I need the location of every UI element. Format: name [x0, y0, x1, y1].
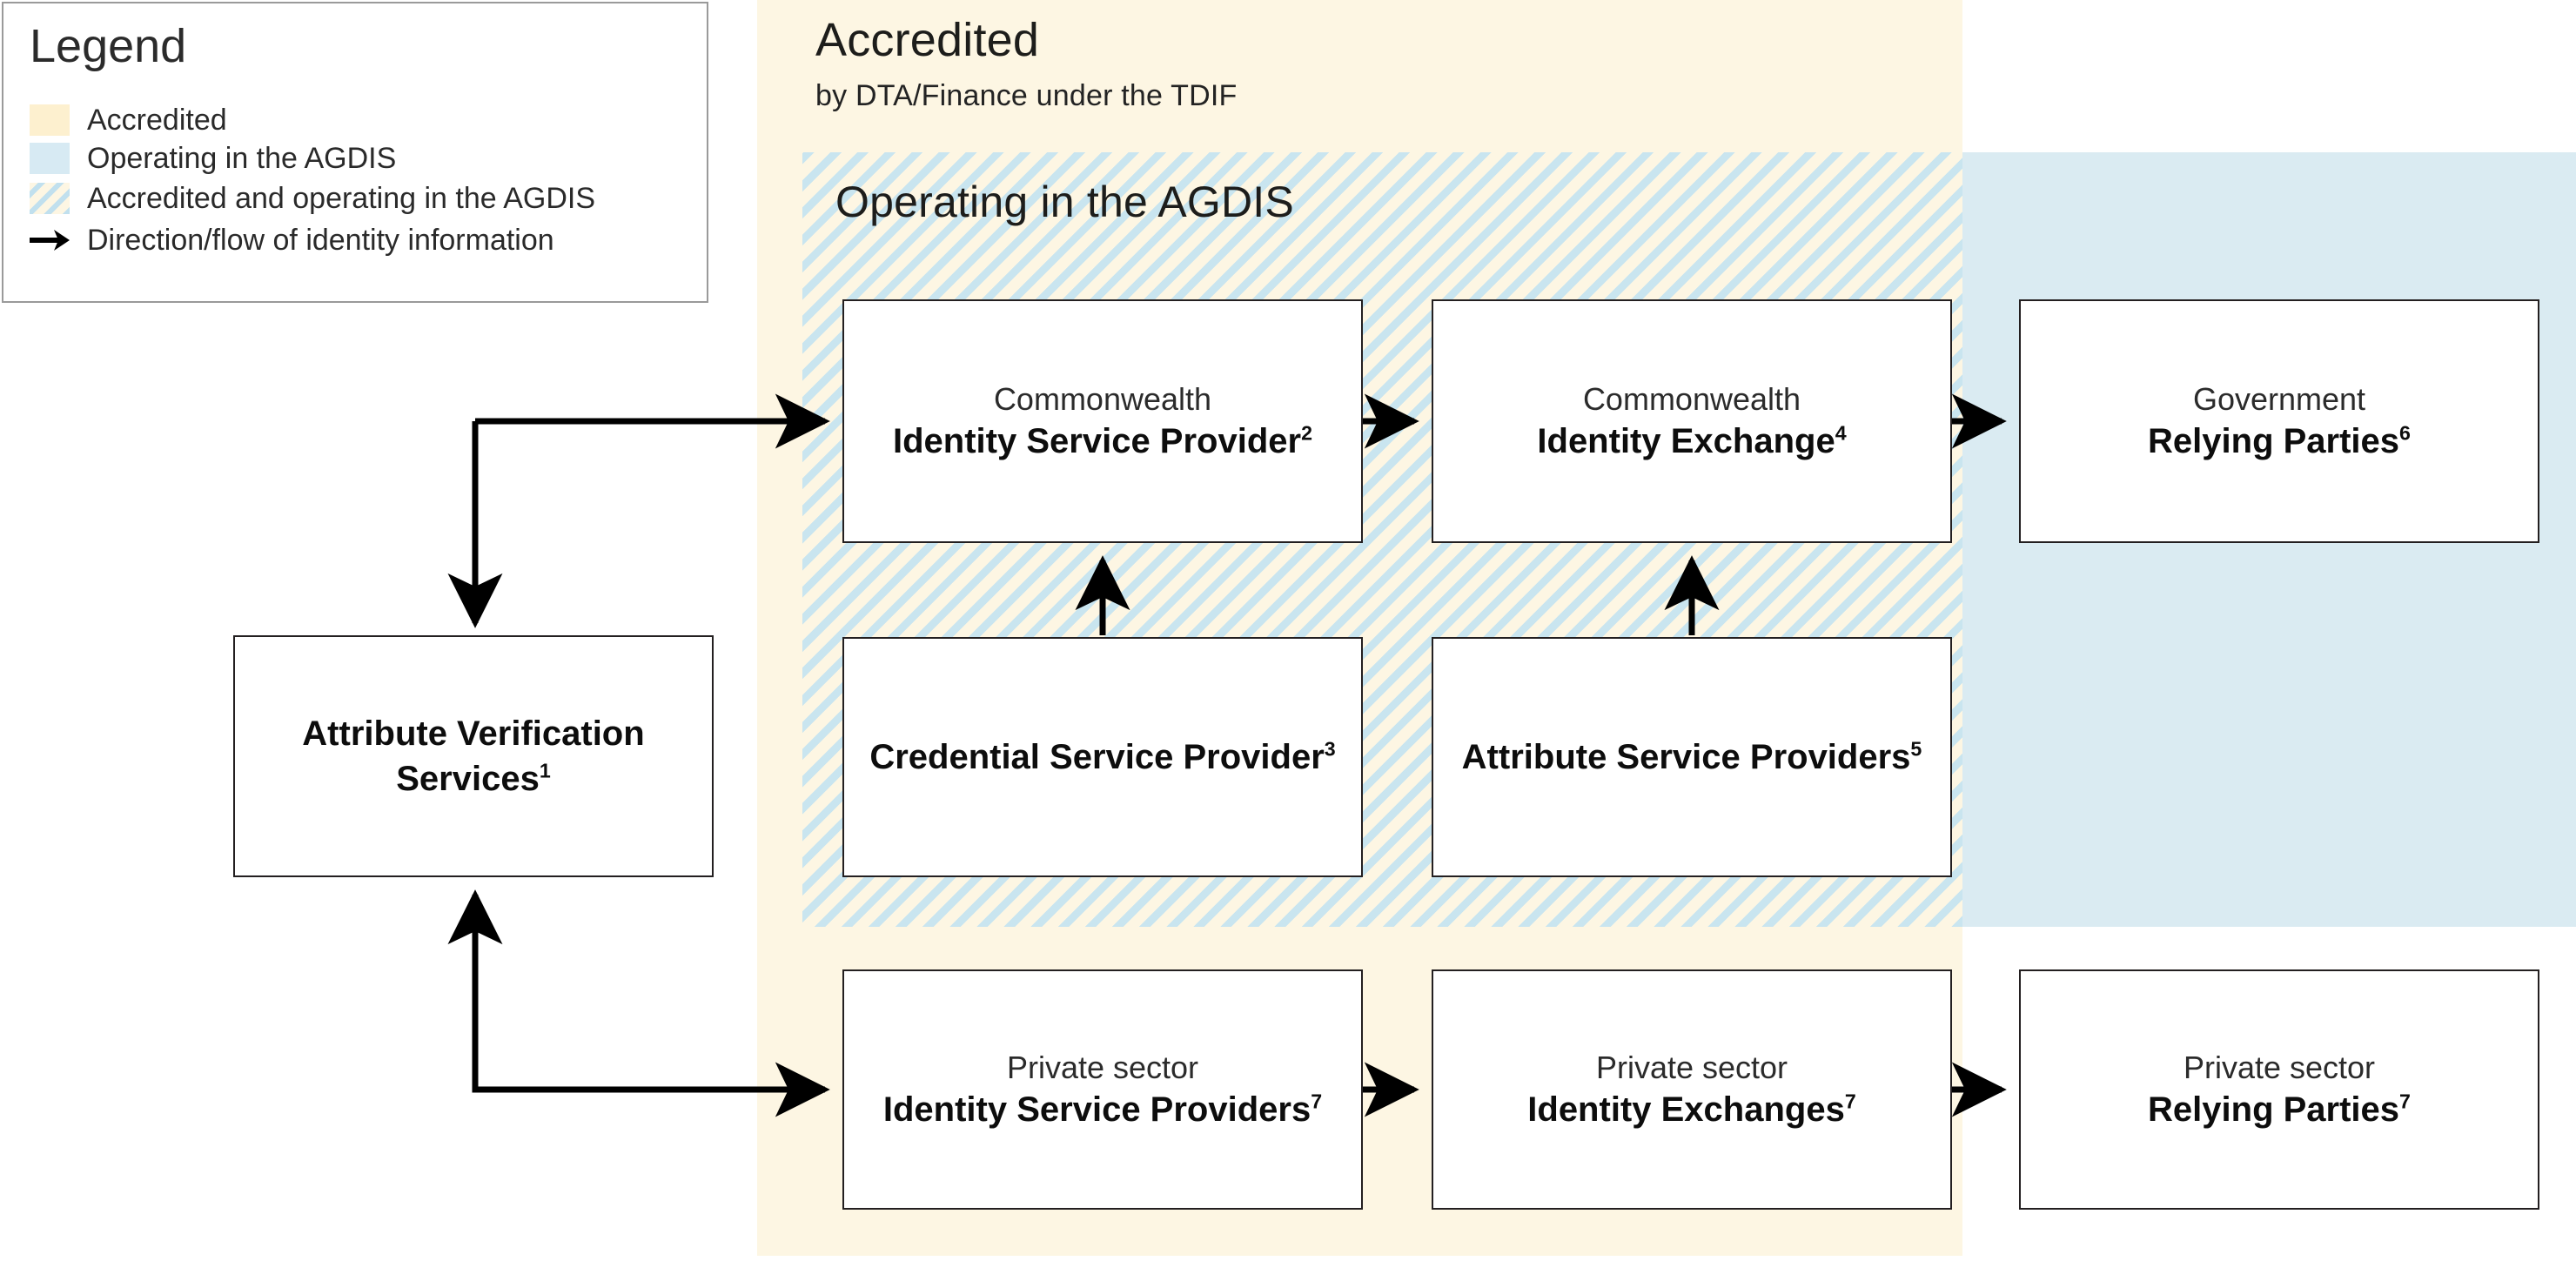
- node-label-line1: Commonwealth: [1582, 381, 1801, 417]
- footnote-marker: 5: [1910, 737, 1922, 761]
- legend-title: Legend: [30, 20, 187, 72]
- node-label-line1: Government: [2192, 381, 2366, 417]
- node-private-sector-relying-parties[interactable]: Private sector Relying Parties7: [2019, 969, 2539, 1210]
- node-label-line2: Identity Service Provider2: [893, 421, 1312, 460]
- node-label-line2: Credential Service Provider3: [869, 737, 1336, 776]
- node-label-line2: Attribute Service Providers5: [1461, 737, 1922, 776]
- footnote-marker: 7: [1844, 1090, 1856, 1113]
- footnote-marker: 3: [1324, 737, 1336, 761]
- legend-item-label: Operating in the AGDIS: [87, 142, 397, 175]
- legend-item-label: Direction/flow of identity information: [87, 224, 554, 257]
- legend-item-direction-of-flow: Direction/flow of identity information: [30, 221, 554, 259]
- footnote-marker: 7: [1311, 1090, 1323, 1113]
- legend-item-label: Accredited: [87, 104, 227, 137]
- node-label-line2: Relying Parties6: [2148, 421, 2411, 460]
- node-label-line1: Private sector: [1595, 1050, 1788, 1085]
- node-label-line2: Relying Parties7: [2148, 1090, 2411, 1129]
- arrow-right-icon: [30, 225, 70, 256]
- node-label-line2: Identity Exchange4: [1537, 421, 1847, 460]
- node-label-line1: Commonwealth: [993, 381, 1212, 417]
- node-credential-service-provider[interactable]: Credential Service Provider3: [842, 637, 1363, 877]
- legend-item-accredited: Accredited: [30, 101, 227, 139]
- node-label-line1: Private sector: [1006, 1050, 1199, 1085]
- footnote-marker: 2: [1301, 421, 1312, 445]
- footnote-marker: 1: [539, 759, 551, 782]
- swatch-agdis-icon: [30, 143, 70, 174]
- footnote-marker: 4: [1835, 421, 1847, 445]
- legend-item-label: Accredited and operating in the AGDIS: [87, 182, 596, 215]
- accredited-zone-subtitle: by DTA/Finance under the TDIF: [815, 79, 1238, 112]
- node-label-line2: Attribute Verification Services1: [302, 714, 645, 798]
- agdis-zone-title: Operating in the AGDIS: [835, 178, 1294, 226]
- legend-item-operating-in-agdis: Operating in the AGDIS: [30, 139, 396, 178]
- node-attribute-service-providers[interactable]: Attribute Service Providers5: [1432, 637, 1952, 877]
- swatch-both-icon: [30, 183, 70, 214]
- legend-panel: Legend Accredited Operating in the AGDIS…: [2, 2, 708, 303]
- node-private-sector-identity-exchanges[interactable]: Private sector Identity Exchanges7: [1432, 969, 1952, 1210]
- footnote-marker: 7: [2399, 1090, 2411, 1113]
- node-label-line1: Private sector: [2183, 1050, 2376, 1085]
- legend-item-accredited-and-operating: Accredited and operating in the AGDIS: [30, 179, 595, 218]
- node-label-line2: Identity Service Providers7: [882, 1090, 1323, 1129]
- node-commonwealth-identity-exchange[interactable]: Commonwealth Identity Exchange4: [1432, 299, 1952, 543]
- swatch-accredited-icon: [30, 104, 70, 136]
- node-private-sector-identity-service-providers[interactable]: Private sector Identity Service Provider…: [842, 969, 1363, 1210]
- node-attribute-verification-services[interactable]: Attribute Verification Services1: [233, 635, 714, 877]
- footnote-marker: 6: [2399, 421, 2411, 445]
- accredited-zone-title: Accredited: [815, 14, 1040, 66]
- node-commonwealth-identity-service-provider[interactable]: Commonwealth Identity Service Provider2: [842, 299, 1363, 543]
- node-government-relying-parties[interactable]: Government Relying Parties6: [2019, 299, 2539, 543]
- node-label-line2: Identity Exchanges7: [1527, 1090, 1856, 1129]
